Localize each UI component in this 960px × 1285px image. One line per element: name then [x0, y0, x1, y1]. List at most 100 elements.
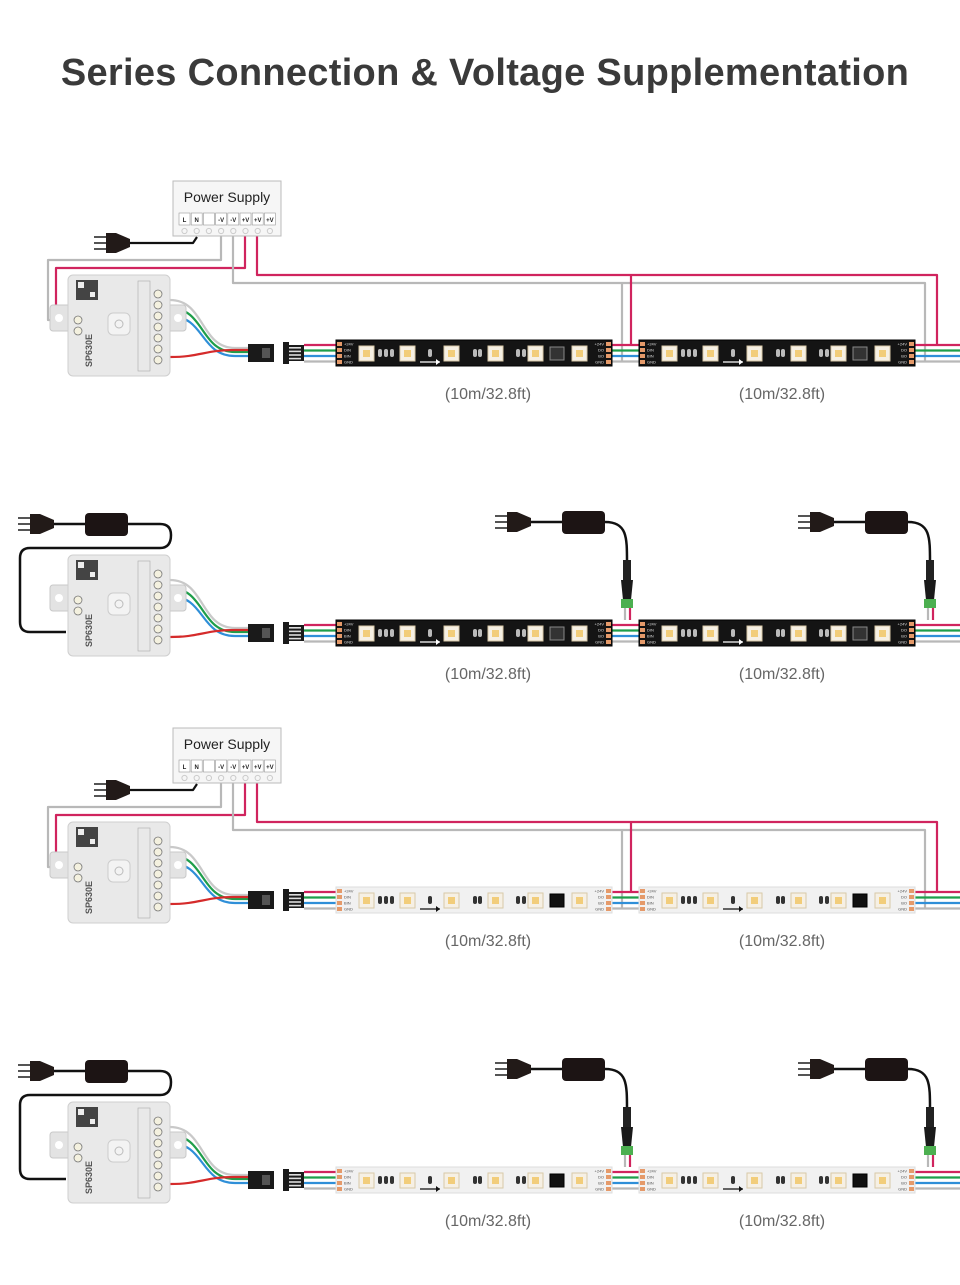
input-terminal [73, 326, 83, 336]
supplement-positive-wire [255, 783, 939, 892]
terminal-label: +V [266, 765, 274, 771]
solder-pad [337, 640, 342, 644]
pad-label: BIN [344, 354, 351, 359]
strip-length-label: (10m/32.8ft) [445, 933, 531, 950]
dc-jack [926, 560, 934, 580]
resistor [687, 349, 691, 357]
output-terminal [153, 1116, 163, 1126]
terminal-screw [218, 227, 225, 235]
solder-pad [606, 1175, 611, 1179]
solder-pad [606, 628, 611, 632]
solder-pad [606, 907, 611, 911]
ac-plug-icon [94, 233, 130, 253]
resistor [428, 1176, 432, 1184]
solder-pad [640, 342, 645, 346]
solder-pad [337, 895, 342, 899]
solder-pad [640, 1181, 645, 1185]
power-button [107, 1139, 131, 1163]
terminal-label: -V [230, 218, 236, 224]
solder-pad [337, 354, 342, 358]
terminal-screw [266, 774, 273, 782]
resistor [681, 349, 685, 357]
pad-label: +24V [344, 889, 354, 894]
output-terminal [153, 322, 163, 332]
output-terminal [153, 580, 163, 590]
dc-jack [926, 1107, 934, 1127]
resistor [428, 896, 432, 904]
solder-pad [337, 360, 342, 364]
ac-plug-icon [798, 512, 834, 532]
adapter-brick [865, 1058, 908, 1081]
screw-terminal [924, 1146, 936, 1155]
input-terminal [73, 862, 83, 872]
power-supply-label: Power Supply [184, 736, 270, 752]
terminal-screw [230, 227, 237, 235]
output-terminal [153, 355, 163, 365]
terminal-screw [242, 774, 249, 782]
pad-label: BIN [647, 354, 654, 359]
resistor [731, 1176, 735, 1184]
strip-length-label: (10m/32.8ft) [445, 386, 531, 403]
output-terminal [153, 635, 163, 645]
resistor [516, 629, 520, 637]
female-connector [248, 891, 274, 909]
pad-label: DIN [647, 1175, 654, 1180]
male-connector [286, 892, 304, 908]
pad-label: +24V [647, 342, 657, 347]
solder-pad [337, 1169, 342, 1173]
terminal-screw [205, 774, 212, 782]
pad-label: GND [647, 1187, 656, 1192]
resistor [819, 1176, 823, 1184]
pad-label: BO [901, 1181, 907, 1186]
resistor [428, 629, 432, 637]
ic-chip [852, 893, 868, 908]
mains-cable [130, 783, 198, 792]
power-adapter [495, 511, 633, 620]
solder-pad [337, 889, 342, 893]
solder-pad [606, 1181, 611, 1185]
jst-connector-pair [248, 1169, 304, 1191]
solder-pad [337, 342, 342, 346]
adapter-cable [604, 1067, 629, 1110]
controller-model: SP630E [84, 881, 94, 914]
output-terminal [153, 613, 163, 623]
solder-pad [640, 628, 645, 632]
power-adapter [798, 511, 936, 620]
wire [169, 895, 248, 906]
solder-pad [337, 628, 342, 632]
solder-pad [337, 348, 342, 352]
resistor [776, 896, 780, 904]
input-terminal [73, 606, 83, 616]
resistor [378, 349, 382, 357]
solder-pad [640, 640, 645, 644]
terminal-screw [242, 227, 249, 235]
supplement-negative-wire [231, 236, 927, 361]
resistor [687, 1176, 691, 1184]
power-button [107, 592, 131, 616]
power-supply-label: Power Supply [184, 189, 270, 205]
terminal-screw [266, 227, 273, 235]
pad-label: GND [344, 1187, 353, 1192]
solder-pad [909, 348, 914, 352]
pad-label: DO [598, 1175, 604, 1180]
solder-pad [606, 895, 611, 899]
sp630e-controller: SP630E [49, 821, 187, 924]
solder-pad [640, 1169, 645, 1173]
pad-label: +24V [344, 1169, 354, 1174]
male-connector [286, 1172, 304, 1188]
input-terminal [73, 873, 83, 883]
resistor [473, 896, 477, 904]
spec-label [137, 280, 151, 372]
pad-label: DIN [647, 628, 654, 633]
output-terminal [153, 858, 163, 868]
terminal-screw [205, 227, 212, 235]
pad-label: DO [598, 628, 604, 633]
pad-label: +24V [344, 342, 354, 347]
output-terminal [153, 1127, 163, 1137]
